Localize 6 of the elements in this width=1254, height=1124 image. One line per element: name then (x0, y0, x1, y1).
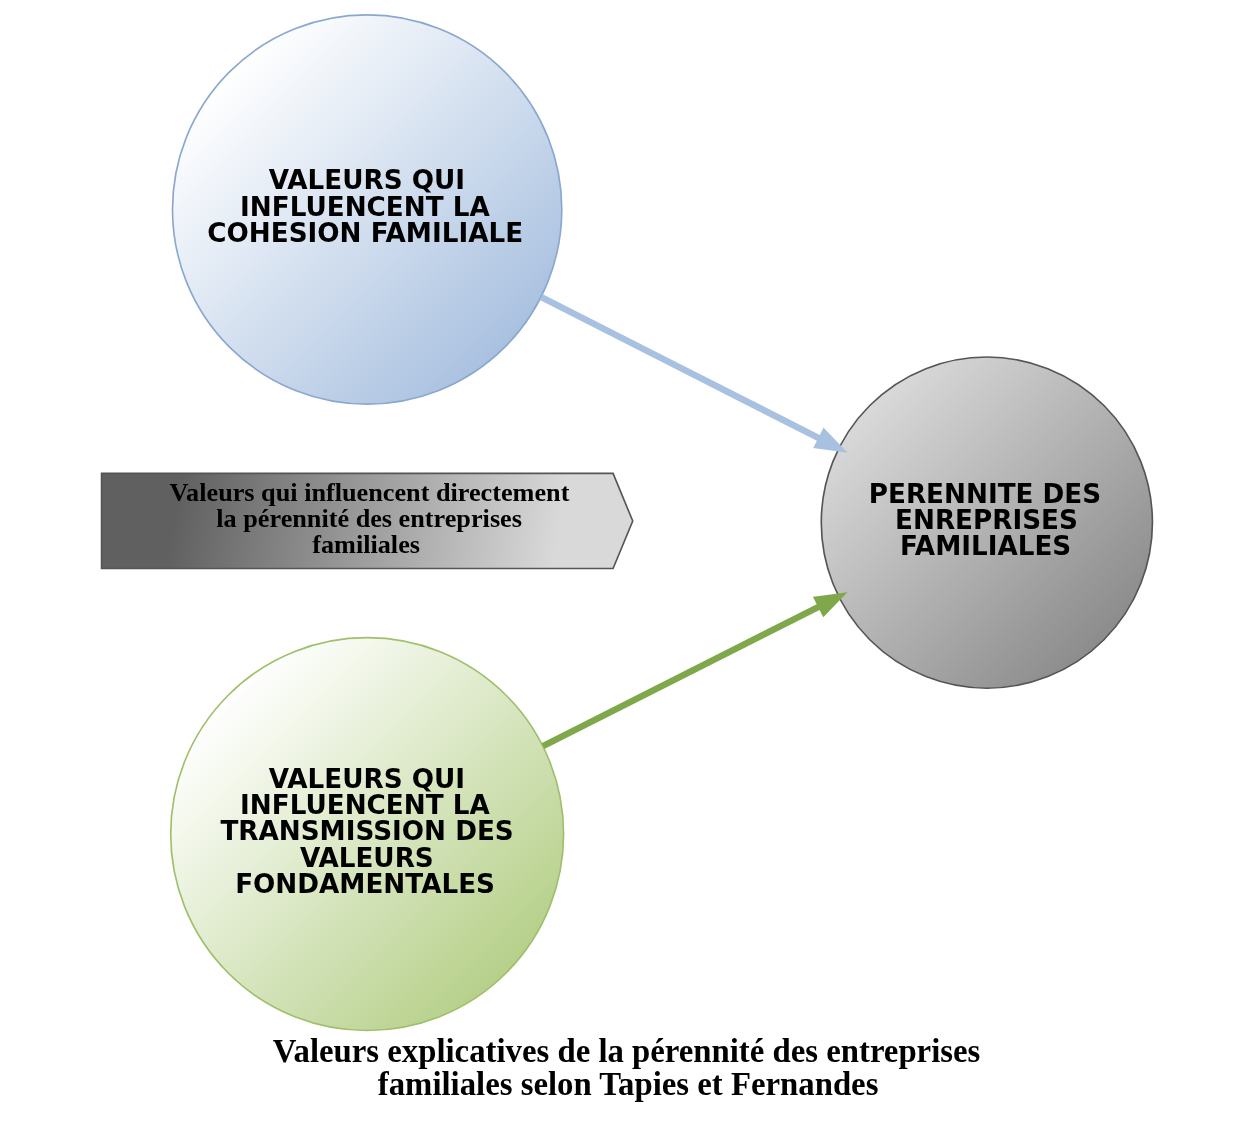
node-circle: VALEURS QUI INFLUENCENT LA TRANSMISSION DES VALEURS FONDAMENTALES (169, 636, 565, 1032)
arrow (539, 294, 848, 453)
node-circle: VALEURS QUI INFLUENCENT LA COHESION FAMILIALE (171, 14, 563, 405)
node-circle: PERENNITE DES ENREPRISES FAMILIALES (820, 356, 1154, 690)
caption: Valeurs explicatives de la pérennité des entreprises familiales selon Tapies et Fernandes (272, 1032, 981, 1102)
arrow (541, 592, 848, 750)
